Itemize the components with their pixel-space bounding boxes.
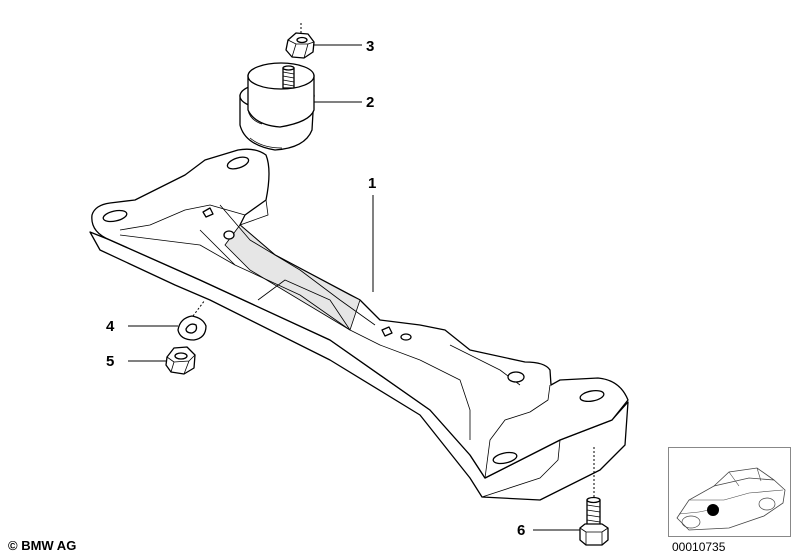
leader-lines <box>128 22 595 531</box>
crossmember-icon[interactable] <box>89 148 629 501</box>
callout-2: 2 <box>366 94 374 111</box>
callout-3: 3 <box>366 38 374 55</box>
callout-4: 4 <box>106 318 115 335</box>
location-marker <box>707 504 719 516</box>
callout-1: 1 <box>368 175 376 192</box>
copyright-notice: © BMW AG <box>8 538 77 553</box>
document-number: 00010735 <box>672 540 726 554</box>
hex-nut-icon[interactable] <box>165 346 196 375</box>
rubber-mount-icon[interactable] <box>239 62 315 151</box>
washer-icon[interactable] <box>177 315 207 341</box>
hex-bolt-icon[interactable] <box>579 496 609 546</box>
vehicle-location-thumbnail <box>668 447 791 537</box>
callout-5: 5 <box>106 353 114 370</box>
vehicle-location-icon <box>676 467 786 531</box>
hex-nut-icon[interactable] <box>285 32 315 59</box>
callout-6: 6 <box>517 522 525 539</box>
